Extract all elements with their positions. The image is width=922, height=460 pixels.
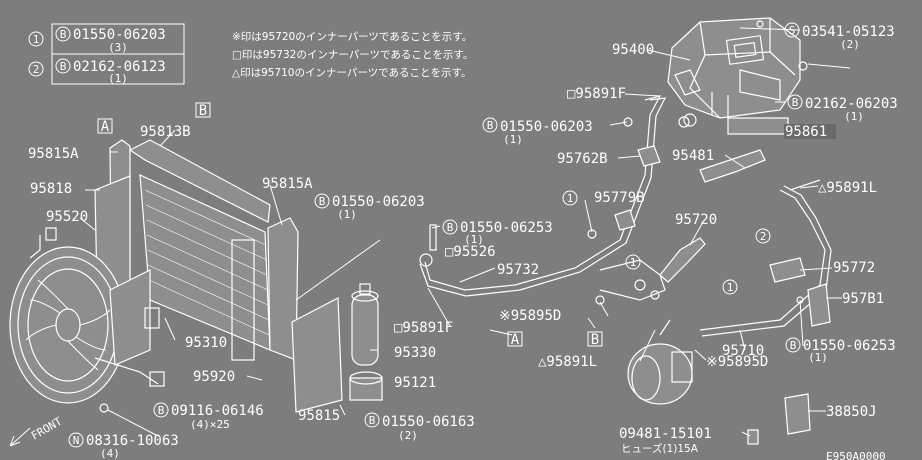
legend-1-index: 1 [33, 33, 40, 46]
legend-2-qty: (1) [108, 72, 128, 85]
label-95330: 95330 [394, 345, 436, 361]
svg-text:(1): (1) [844, 110, 864, 123]
svg-text:B: B [158, 404, 165, 417]
label-95781: 957B1 [842, 291, 884, 307]
label-38850J: 38850J [826, 404, 877, 420]
label-fuse-part: 09481-15101 [619, 426, 712, 442]
label-b01550-06203-mid: 01550-06203 [332, 194, 425, 210]
notes: ※印は95720のインナーパーツであることを示す。 □印は95732のインナーパ… [232, 31, 473, 79]
svg-text:B: B [447, 221, 454, 234]
label-95818: 95818 [30, 181, 72, 197]
label-s03541: 03541-05123 [802, 24, 895, 40]
label-95895D-b: ※95895D [706, 354, 768, 370]
label-95920: 95920 [193, 369, 235, 385]
label-95895D-a: ※95895D [499, 308, 561, 324]
receiver-drier [351, 294, 379, 366]
label-95861: 95861 [785, 124, 827, 140]
box-label-b-right: B [591, 332, 599, 348]
label-95813B: 95813B [140, 124, 191, 140]
marker-1-a: 1 [567, 192, 574, 205]
svg-text:(2): (2) [398, 429, 418, 442]
label-95481: 95481 [672, 148, 714, 164]
cooling-fan [9, 227, 165, 413]
marker-2: 2 [760, 230, 767, 243]
label-95891F-top: □95891F [567, 86, 626, 102]
label-b01550-06253-b: 01550-06253 [803, 338, 896, 354]
svg-text:(1): (1) [808, 351, 828, 364]
svg-text:(4)×25: (4)×25 [190, 418, 230, 431]
label-95815A-right: 95815A [262, 176, 313, 192]
label-95815A-left: 95815A [28, 146, 79, 162]
label-95400: 95400 [612, 42, 654, 58]
label-95710: 95710 [722, 343, 764, 359]
svg-text:B: B [792, 96, 799, 109]
label-95891F-mid: □95891F [394, 320, 453, 336]
marker-1-c: 1 [727, 281, 734, 294]
ac-piping [419, 95, 832, 445]
label-95732: 95732 [497, 262, 539, 278]
legend-1-qty: (3) [108, 41, 128, 54]
svg-text:N: N [73, 434, 80, 447]
box-label-a-right: A [511, 332, 520, 348]
label-95720: 95720 [675, 212, 717, 228]
label-95526: □95526 [445, 244, 496, 260]
label-b01550-06253-a: 01550-06253 [460, 220, 553, 236]
box-markers: A B A B 1 1 1 2 [97, 102, 771, 348]
note-95710: △印は95710のインナーパーツであることを示す。 [232, 67, 472, 79]
label-95762B: 95762B [557, 151, 608, 167]
label-95891L-bot: △95891L [538, 354, 597, 370]
label-n08316: 08316-10063 [86, 433, 179, 449]
evaporator-unit [667, 17, 808, 135]
legend-1-prefix: B [60, 28, 67, 41]
label-b01550-06163: 01550-06163 [382, 414, 475, 430]
svg-text:(1): (1) [464, 233, 484, 246]
label-95891L-top: △95891L [818, 180, 877, 196]
label-95121: 95121 [394, 375, 436, 391]
leader-lines [79, 27, 851, 437]
legend-1-marker [28, 31, 44, 47]
label-95772: 95772 [833, 260, 875, 276]
label-b02162: 02162-06203 [805, 96, 898, 112]
fuse-15A [747, 429, 759, 445]
label-95779B: 95779B [594, 190, 645, 206]
legend-1-part: 01550-06203 [73, 27, 166, 43]
svg-text:B: B [790, 339, 797, 352]
box-label-a-left: A [101, 119, 110, 135]
note-95720: ※印は95720のインナーパーツであることを示す。 [232, 31, 472, 43]
legend-2-index: 2 [33, 63, 40, 76]
svg-text:(1): (1) [503, 133, 523, 146]
marker-1-b: 1 [630, 256, 637, 269]
svg-text:B: B [487, 119, 494, 132]
relay-38850J [784, 393, 811, 435]
svg-text:S: S [789, 24, 796, 37]
legend-2-prefix: B [60, 60, 67, 73]
box-label-b-left: B [199, 103, 207, 119]
label-95310: 95310 [185, 335, 227, 351]
label-b09116: 09116-06146 [171, 403, 264, 419]
front-arrow: FRONT [9, 415, 65, 447]
diagram-code: E950A0000 [826, 450, 886, 460]
svg-text:(1): (1) [337, 208, 357, 221]
legend-2-marker [28, 61, 44, 77]
note-95732: □印は95732のインナーパーツであることを示す。 [232, 49, 473, 61]
label-fuse-desc: ヒューズ(1)15A [621, 442, 699, 455]
part-labels: 95400 S 03541-05123 (2) □95891F B 02162-… [28, 22, 898, 460]
legend-2-part: 02162-06123 [73, 59, 166, 75]
label-95815: 95815 [298, 408, 340, 424]
svg-text:(4): (4) [100, 447, 120, 460]
legend-table: 1 B 01550-06203 (3) 2 B 02162-06123 (1) [28, 23, 185, 85]
svg-text:B: B [319, 195, 326, 208]
label-b01550-top: 01550-06203 [500, 119, 593, 135]
svg-text:(2): (2) [840, 38, 860, 51]
label-95520: 95520 [46, 209, 88, 225]
svg-text:B: B [369, 414, 376, 427]
front-label: FRONT [29, 415, 65, 443]
